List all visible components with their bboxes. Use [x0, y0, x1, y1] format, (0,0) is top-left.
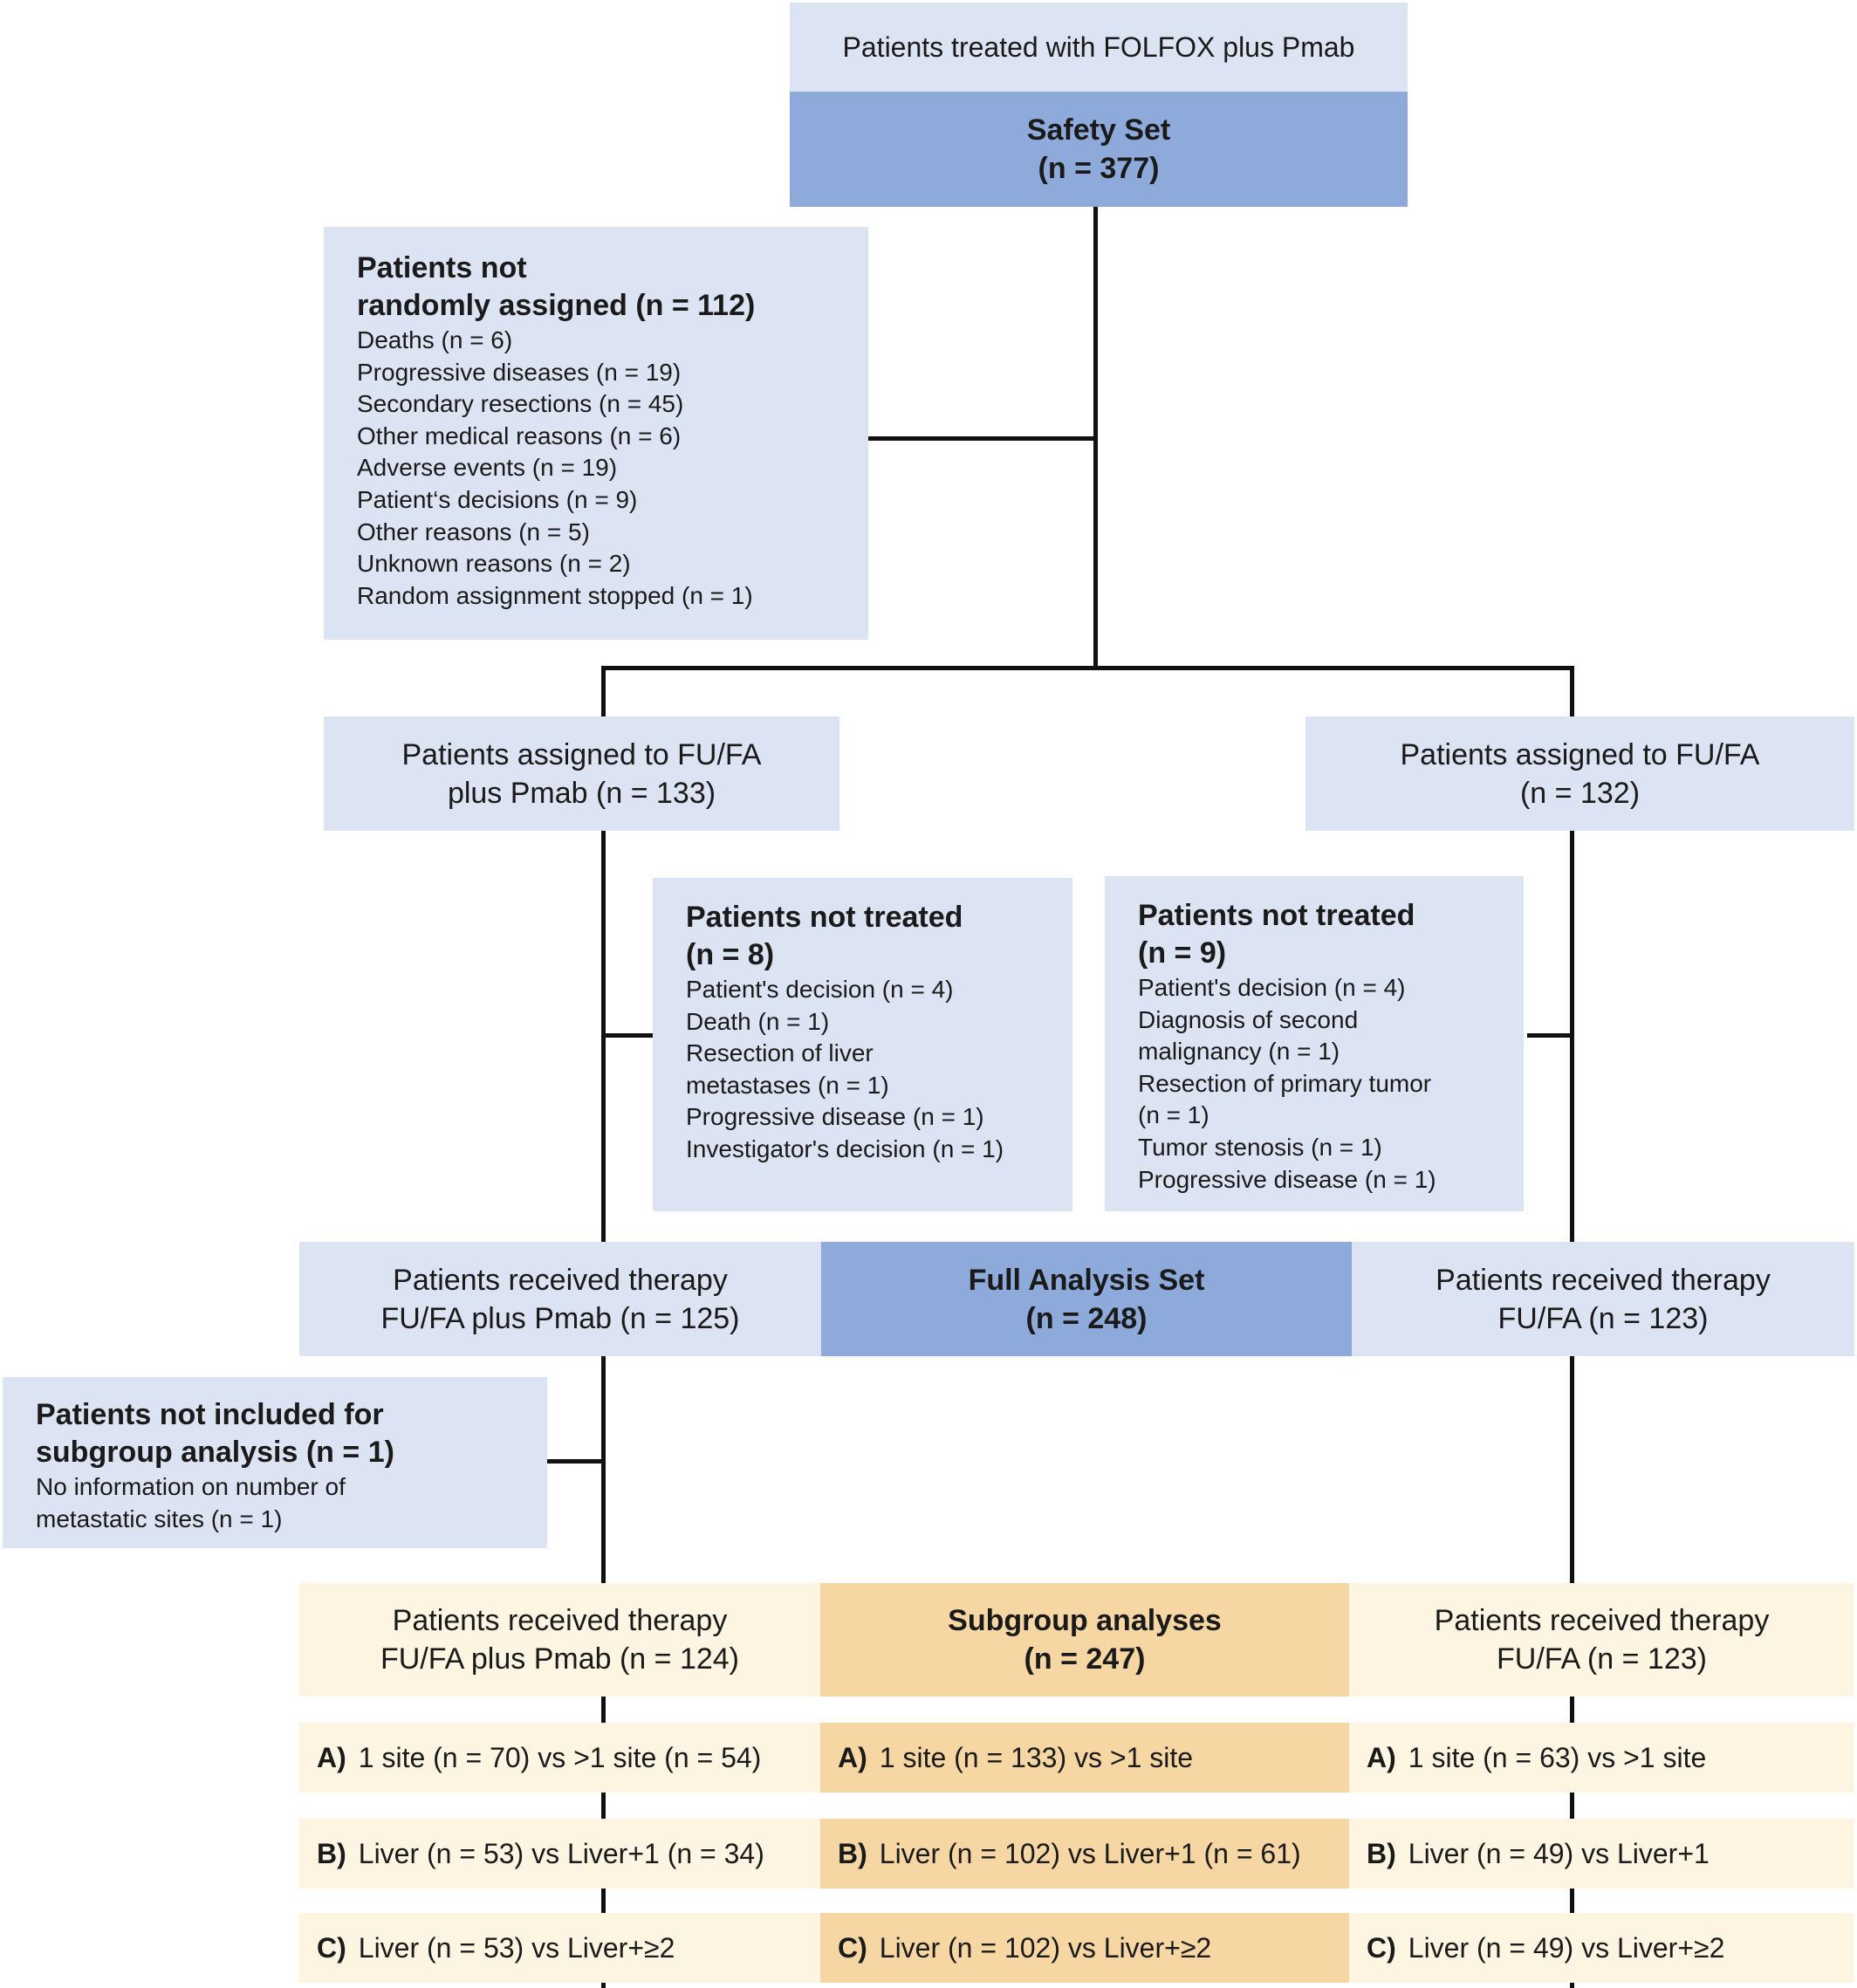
- reason-item: Deaths (n = 6): [357, 326, 513, 353]
- connector-line: [601, 666, 1573, 670]
- reason-item: Other medical reasons (n = 6): [357, 422, 682, 449]
- assigned-left-line2: plus Pmab (n = 133): [447, 776, 716, 810]
- row-b-left: B) Liver (n = 53) vs Liver+1 (n = 34): [299, 1819, 820, 1889]
- row-b-center: B) Liver (n = 102) vs Liver+1 (n = 61): [820, 1819, 1349, 1889]
- received-right-box: Patients received therapy FU/FA (n = 123…: [1352, 1242, 1854, 1356]
- row-text: Liver (n = 49) vs Liver+1: [1408, 1837, 1710, 1869]
- not-treated-item: Resection of liver: [686, 1039, 874, 1067]
- reason-item: Unknown reasons (n = 2): [357, 550, 631, 578]
- row-label: A): [1367, 1741, 1396, 1773]
- reason-item: Random assignment stopped (n = 1): [357, 581, 753, 609]
- not-treated-item: Investigator's decision (n = 1): [686, 1135, 1004, 1162]
- not-randomized-box: Patients not randomly assigned (n = 112)…: [324, 227, 868, 640]
- not-treated-right-box: Patients not treated (n = 9) Patient's d…: [1105, 876, 1524, 1211]
- row-text: Liver (n = 53) vs Liver+1 (n = 34): [358, 1837, 764, 1869]
- assigned-right-line2: (n = 132): [1519, 776, 1641, 810]
- assigned-left-line1: Patients assigned to FU/FA: [401, 737, 762, 771]
- row-text: Liver (n = 49) vs Liver+≥2: [1408, 1931, 1725, 1964]
- not-treated-right-heading: Patients not treated: [1138, 899, 1415, 932]
- row-text: 1 site (n = 70) vs >1 site (n = 54): [358, 1741, 762, 1773]
- safety-set-title: Safety Set: [1026, 113, 1171, 147]
- treated-header-box: Patients treated with FOLFOX plus Pmab: [790, 3, 1408, 92]
- reason-item: Progressive diseases (n = 19): [357, 358, 682, 386]
- not-treated-item: Progressive disease (n = 1): [686, 1103, 984, 1131]
- received-right-line1: Patients received therapy: [1436, 1263, 1771, 1297]
- row-text: 1 site (n = 133) vs >1 site: [879, 1741, 1194, 1773]
- row-a-center: A) 1 site (n = 133) vs >1 site: [820, 1723, 1349, 1793]
- not-treated-item: Death (n = 1): [686, 1007, 830, 1035]
- not-included-heading: subgroup analysis (n = 1): [36, 1436, 394, 1469]
- subgroup-right-box: Patients received therapy FU/FA (n = 123…: [1349, 1583, 1854, 1697]
- not-treated-left-heading: Patients not treated: [686, 901, 963, 934]
- row-label: B): [1367, 1837, 1396, 1869]
- row-c-right: C) Liver (n = 49) vs Liver+≥2: [1349, 1913, 1854, 1983]
- not-treated-item: Progressive disease (n = 1): [1138, 1165, 1436, 1193]
- row-label: C): [317, 1931, 346, 1964]
- assigned-right-box: Patients assigned to FU/FA (n = 132): [1305, 716, 1854, 831]
- row-label: C): [1367, 1931, 1396, 1964]
- not-included-item: metastatic sites (n = 1): [36, 1505, 283, 1532]
- subgroup-right-line2: FU/FA (n = 123): [1497, 1642, 1707, 1676]
- received-right-line2: FU/FA (n = 123): [1497, 1301, 1709, 1335]
- subgroup-center-box: Subgroup analyses (n = 247): [820, 1583, 1349, 1697]
- reason-item: Adverse events (n = 19): [357, 454, 618, 482]
- full-analysis-box: Full Analysis Set (n = 248): [821, 1242, 1352, 1356]
- full-analysis-title: Full Analysis Set: [968, 1263, 1205, 1297]
- connector-line: [864, 436, 1096, 441]
- subgroup-left-box: Patients received therapy FU/FA plus Pma…: [299, 1583, 820, 1697]
- not-included-box: Patients not included for subgroup analy…: [3, 1377, 547, 1548]
- not-treated-item: (n = 1): [1138, 1101, 1209, 1129]
- row-c-center: C) Liver (n = 102) vs Liver+≥2: [820, 1913, 1349, 1983]
- row-a-left: A) 1 site (n = 70) vs >1 site (n = 54): [299, 1723, 820, 1793]
- row-label: A): [838, 1741, 867, 1773]
- connector-line: [547, 1459, 604, 1464]
- received-left-line1: Patients received therapy: [393, 1263, 728, 1297]
- assigned-right-line1: Patients assigned to FU/FA: [1400, 737, 1760, 771]
- connector-line: [604, 1033, 653, 1038]
- assigned-left-box: Patients assigned to FU/FA plus Pmab (n …: [324, 716, 839, 831]
- not-included-heading: Patients not included for: [36, 1398, 384, 1431]
- not-treated-right-heading: (n = 9): [1138, 936, 1227, 970]
- row-text: Liver (n = 53) vs Liver+≥2: [358, 1931, 675, 1964]
- full-analysis-count: (n = 248): [1025, 1301, 1148, 1335]
- safety-set-box: Safety Set (n = 377): [790, 92, 1408, 207]
- not-treated-item: metastases (n = 1): [686, 1071, 889, 1099]
- row-a-right: A) 1 site (n = 63) vs >1 site: [1349, 1723, 1854, 1793]
- subgroup-center-title: Subgroup analyses: [948, 1604, 1222, 1637]
- subgroup-left-line2: FU/FA plus Pmab (n = 124): [380, 1642, 740, 1676]
- not-treated-left-box: Patients not treated (n = 8) Patient's d…: [653, 878, 1072, 1211]
- connector-line: [1527, 1033, 1573, 1038]
- not-randomized-heading: Patients not: [357, 251, 527, 284]
- not-treated-item: Resection of primary tumor: [1138, 1069, 1432, 1097]
- row-text: Liver (n = 102) vs Liver+1 (n = 61): [879, 1837, 1301, 1869]
- not-randomized-heading: randomly assigned (n = 112): [357, 289, 756, 322]
- received-left-box: Patients received therapy FU/FA plus Pma…: [299, 1242, 821, 1356]
- row-text: Liver (n = 102) vs Liver+≥2: [879, 1931, 1212, 1964]
- not-treated-item: Patient's decision (n = 4): [1138, 974, 1406, 1001]
- safety-set-count: (n = 377): [1038, 152, 1160, 185]
- reason-item: Patient‘s decisions (n = 9): [357, 485, 638, 513]
- row-text: 1 site (n = 63) vs >1 site: [1408, 1741, 1707, 1773]
- not-treated-item: Patient's decision (n = 4): [686, 976, 954, 1003]
- row-label: C): [838, 1931, 867, 1964]
- row-label: B): [838, 1837, 867, 1869]
- row-label: A): [317, 1741, 346, 1773]
- not-treated-left-heading: (n = 8): [686, 938, 775, 971]
- row-label: B): [317, 1837, 346, 1869]
- not-treated-item: Diagnosis of second: [1138, 1005, 1359, 1033]
- treated-header-text: Patients treated with FOLFOX plus Pmab: [842, 31, 1355, 63]
- reason-item: Secondary resections (n = 45): [357, 390, 684, 418]
- subgroup-right-line1: Patients received therapy: [1434, 1604, 1770, 1637]
- subgroup-center-count: (n = 247): [1024, 1642, 1146, 1676]
- subgroup-left-line1: Patients received therapy: [392, 1604, 728, 1637]
- not-treated-item: Tumor stenosis (n = 1): [1138, 1133, 1382, 1161]
- row-c-left: C) Liver (n = 53) vs Liver+≥2: [299, 1913, 820, 1983]
- not-treated-item: malignancy (n = 1): [1138, 1038, 1340, 1066]
- reason-item: Other reasons (n = 5): [357, 518, 590, 545]
- row-b-right: B) Liver (n = 49) vs Liver+1: [1349, 1819, 1854, 1889]
- not-included-item: No information on number of: [36, 1473, 346, 1500]
- received-left-line2: FU/FA plus Pmab (n = 125): [380, 1301, 740, 1335]
